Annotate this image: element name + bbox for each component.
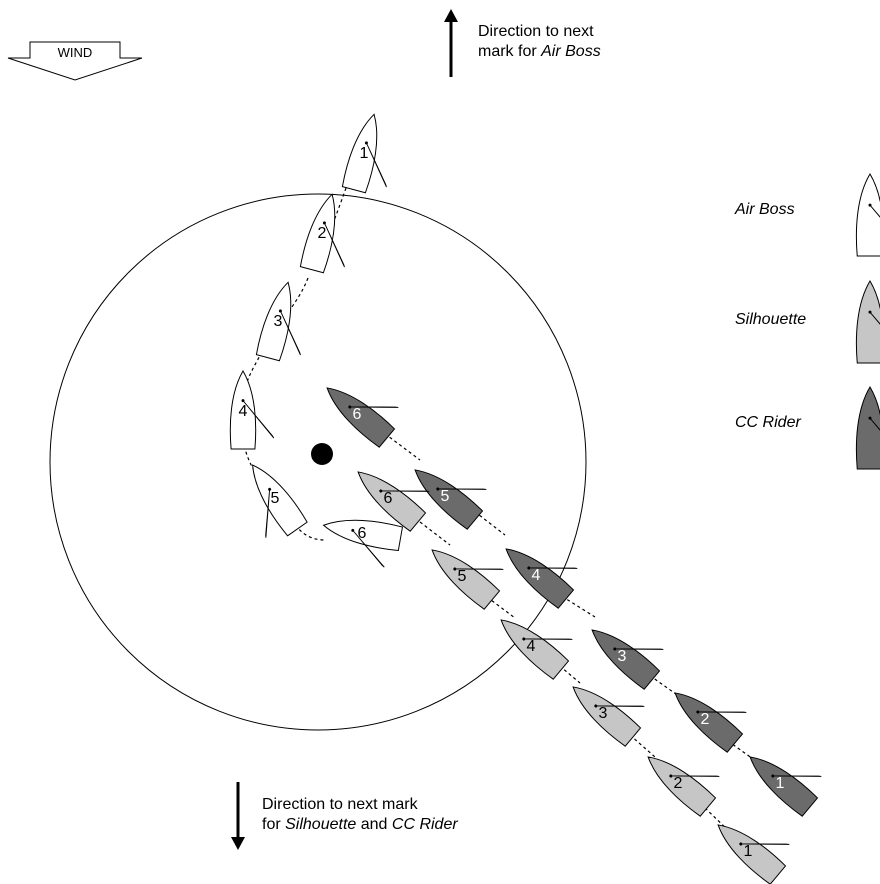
air-boss-direction-label: Direction to next mark for Air Boss bbox=[478, 22, 601, 62]
boat-mast bbox=[242, 399, 245, 402]
air-boss-direction-line2: mark for Air Boss bbox=[478, 42, 601, 62]
legend-boat-3 bbox=[856, 387, 880, 469]
mark bbox=[311, 443, 333, 465]
cc-rider-boat-5-number: 5 bbox=[441, 488, 450, 505]
boat-mast bbox=[869, 204, 872, 207]
air-boss-boat-5-number: 5 bbox=[271, 490, 280, 507]
silhouette-boat-4-number: 4 bbox=[527, 638, 536, 655]
boat-mast bbox=[869, 417, 872, 420]
silhouette-boat-6 bbox=[350, 448, 438, 531]
cc-rider-boat-1 bbox=[742, 733, 830, 816]
direction-boat-a: Silhouette bbox=[285, 816, 356, 833]
cc-rider-boat-6-number: 6 bbox=[353, 406, 362, 423]
direction-conj: and bbox=[356, 816, 392, 833]
silhouette-boat-1-number: 1 bbox=[744, 843, 753, 860]
cc-rider-boat-1-number: 1 bbox=[776, 775, 785, 792]
boat-mast bbox=[869, 311, 872, 314]
direction-prefix: for bbox=[262, 816, 285, 833]
air-boss-boat-5 bbox=[227, 458, 307, 547]
cc-rider-boat-4 bbox=[498, 525, 586, 608]
silhouette-boat-5 bbox=[424, 526, 512, 609]
boat-hull bbox=[856, 281, 880, 363]
silhouette-boat-6-number: 6 bbox=[384, 490, 393, 507]
down-arrow-icon bbox=[231, 782, 245, 850]
cc-rider-boat-4-number: 4 bbox=[532, 567, 541, 584]
cc-rider-boat-6 bbox=[319, 364, 407, 447]
legend-boat-2 bbox=[856, 281, 880, 363]
air-boss-boat-3 bbox=[256, 279, 318, 366]
boat-hull bbox=[856, 174, 880, 256]
air-boss-boat-4-number: 4 bbox=[239, 403, 248, 420]
cc-rider-boat-3-number: 3 bbox=[618, 648, 627, 665]
wind-label: WIND bbox=[58, 45, 93, 60]
air-boss-boat-2 bbox=[300, 191, 362, 278]
silhouette-boat-1 bbox=[710, 801, 798, 884]
cc-rider-boat-2 bbox=[667, 669, 755, 752]
others-direction-line1: Direction to next mark bbox=[262, 795, 458, 815]
silhouette-boat-3-number: 3 bbox=[599, 705, 608, 722]
others-direction-label: Direction to next mark for Silhouette an… bbox=[262, 795, 458, 835]
legend-boats bbox=[856, 174, 880, 469]
silhouette-boat-5-number: 5 bbox=[458, 568, 467, 585]
boat-hull bbox=[856, 387, 880, 469]
legend-label-cc-rider: CC Rider bbox=[735, 414, 801, 432]
direction-boat-name: Air Boss bbox=[541, 43, 601, 60]
legend-label-air-boss: Air Boss bbox=[735, 201, 795, 219]
air-boss-boat-6-number: 6 bbox=[358, 525, 367, 542]
air-boss-boat-1-number: 1 bbox=[360, 145, 369, 162]
direction-prefix: mark for bbox=[478, 43, 541, 60]
legend-label-silhouette: Silhouette bbox=[735, 311, 806, 329]
up-arrow-icon bbox=[444, 9, 458, 77]
legend-boat-1 bbox=[856, 174, 880, 256]
air-boss-boat-3-number: 3 bbox=[274, 313, 283, 330]
air-boss-boat-4 bbox=[230, 371, 274, 449]
silhouette-boat-2-number: 2 bbox=[674, 775, 683, 792]
others-direction-line2: for Silhouette and CC Rider bbox=[262, 815, 458, 835]
air-boss-direction-line1: Direction to next bbox=[478, 22, 601, 42]
cc-rider-boat-2-number: 2 bbox=[701, 711, 710, 728]
silhouette-boat-2 bbox=[640, 733, 728, 816]
air-boss-boat-1 bbox=[342, 111, 404, 198]
track-lines bbox=[242, 188, 760, 832]
direction-boat-b: CC Rider bbox=[392, 816, 458, 833]
silhouette-boat-4 bbox=[493, 596, 581, 679]
air-boss-boat-2-number: 2 bbox=[318, 225, 327, 242]
cc-rider-boat-3 bbox=[584, 606, 672, 689]
